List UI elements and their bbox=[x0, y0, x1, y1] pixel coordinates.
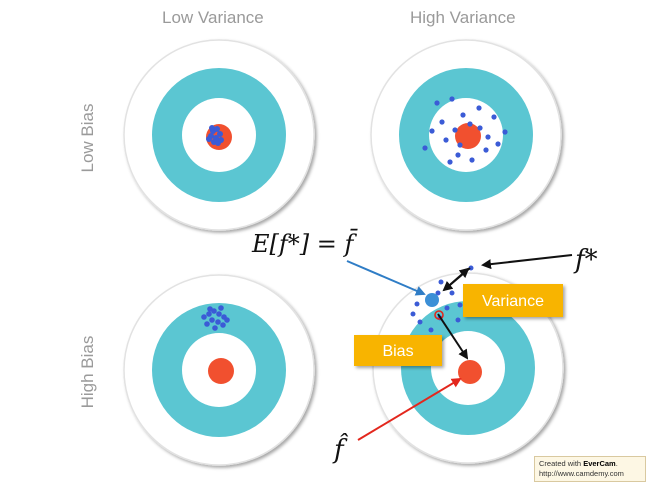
target-low-bias-low-variance bbox=[123, 39, 315, 231]
watermark: Created with EverCam. http://www.camdemy… bbox=[534, 456, 646, 482]
target-high-bias-low-variance bbox=[123, 274, 315, 466]
annotation-arrows bbox=[346, 254, 573, 441]
truth-label: f̂ bbox=[332, 433, 349, 465]
bias-arrow bbox=[437, 313, 469, 360]
bias-tag-box bbox=[354, 335, 442, 366]
bias-tag-label: Bias bbox=[382, 343, 413, 360]
column-label-low-variance: Low Variance bbox=[162, 8, 264, 27]
target-high-bias-high-variance bbox=[372, 265, 564, 464]
mean-estimate-point bbox=[425, 293, 439, 307]
variance-tag-box bbox=[463, 284, 563, 317]
variance-tag-label: Variance bbox=[482, 293, 544, 310]
points-scatter-top-right bbox=[422, 96, 508, 165]
truth-arrow bbox=[357, 377, 462, 441]
target-low-bias-high-variance bbox=[370, 39, 562, 231]
points-scatter-bottom-right bbox=[410, 265, 474, 333]
target-marker bbox=[434, 310, 444, 320]
points-cluster-top-left bbox=[206, 125, 224, 146]
expectation-arrow bbox=[346, 260, 426, 296]
estimate-label: f* bbox=[573, 245, 598, 275]
variance-arrow-b bbox=[443, 267, 470, 291]
expectation-label: E[f*] = f̄ bbox=[251, 229, 358, 258]
column-label-high-variance: High Variance bbox=[410, 8, 516, 27]
points-cluster-bottom-left bbox=[201, 305, 230, 331]
estimate-arrow bbox=[481, 254, 573, 270]
